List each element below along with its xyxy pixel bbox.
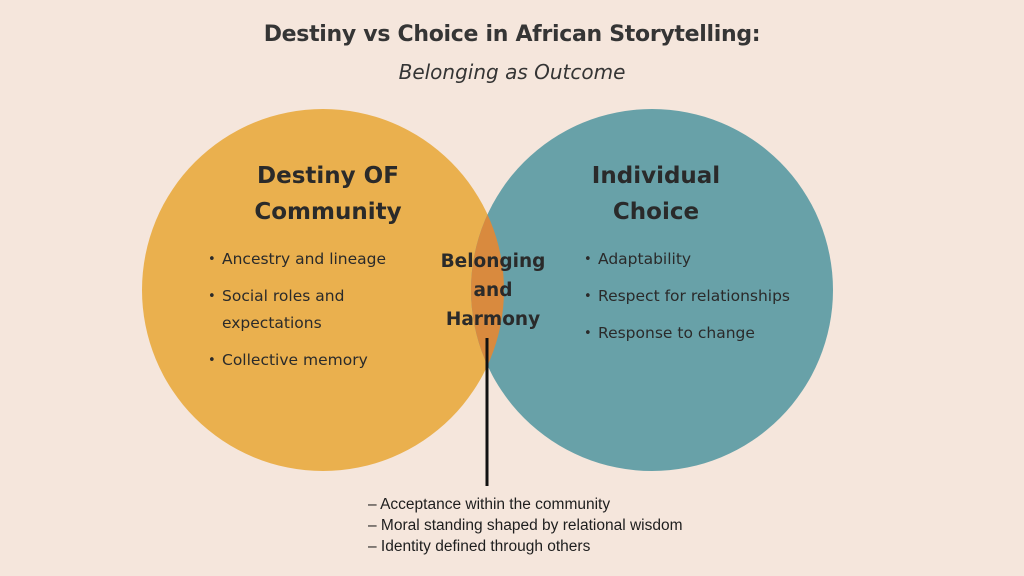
destiny-item: Ancestry and lineage (206, 246, 406, 273)
choice-item: Respect for relationships (582, 283, 822, 310)
choice-heading: Individual Choice (556, 158, 756, 230)
outcome-item: – Acceptance within the community (368, 496, 611, 513)
choice-heading-line2: Choice (612, 199, 700, 225)
destiny-list: Ancestry and lineage Social roles and ex… (206, 246, 406, 384)
choice-list: Adaptability Respect for relationships R… (582, 246, 822, 357)
outcomes-list: – Acceptance within the community – Mora… (368, 494, 682, 557)
destiny-item: Collective memory (206, 347, 406, 374)
destiny-heading-line1: Destiny OF (257, 163, 399, 189)
choice-item: Response to change (582, 320, 822, 347)
outcome-item: – Identity defined through others (368, 538, 591, 555)
choice-heading-line1: Individual (591, 163, 721, 189)
overlap-label-line1: Belonging (440, 251, 546, 272)
choice-item: Adaptability (582, 246, 822, 273)
overlap-label-line3: Harmony (445, 309, 541, 330)
destiny-heading: Destiny OF Community (228, 158, 428, 230)
diagram-title: Destiny vs Choice in African Storytellin… (263, 22, 761, 47)
overlap-label: Belonging and Harmony (427, 247, 559, 334)
destiny-item: Social roles and expectations (206, 283, 406, 337)
diagram-subtitle: Belonging as Outcome (398, 60, 626, 84)
destiny-heading-line2: Community (254, 199, 402, 225)
overlap-label-line2: and (473, 280, 513, 301)
outcome-item: – Moral standing shaped by relational wi… (368, 517, 683, 534)
